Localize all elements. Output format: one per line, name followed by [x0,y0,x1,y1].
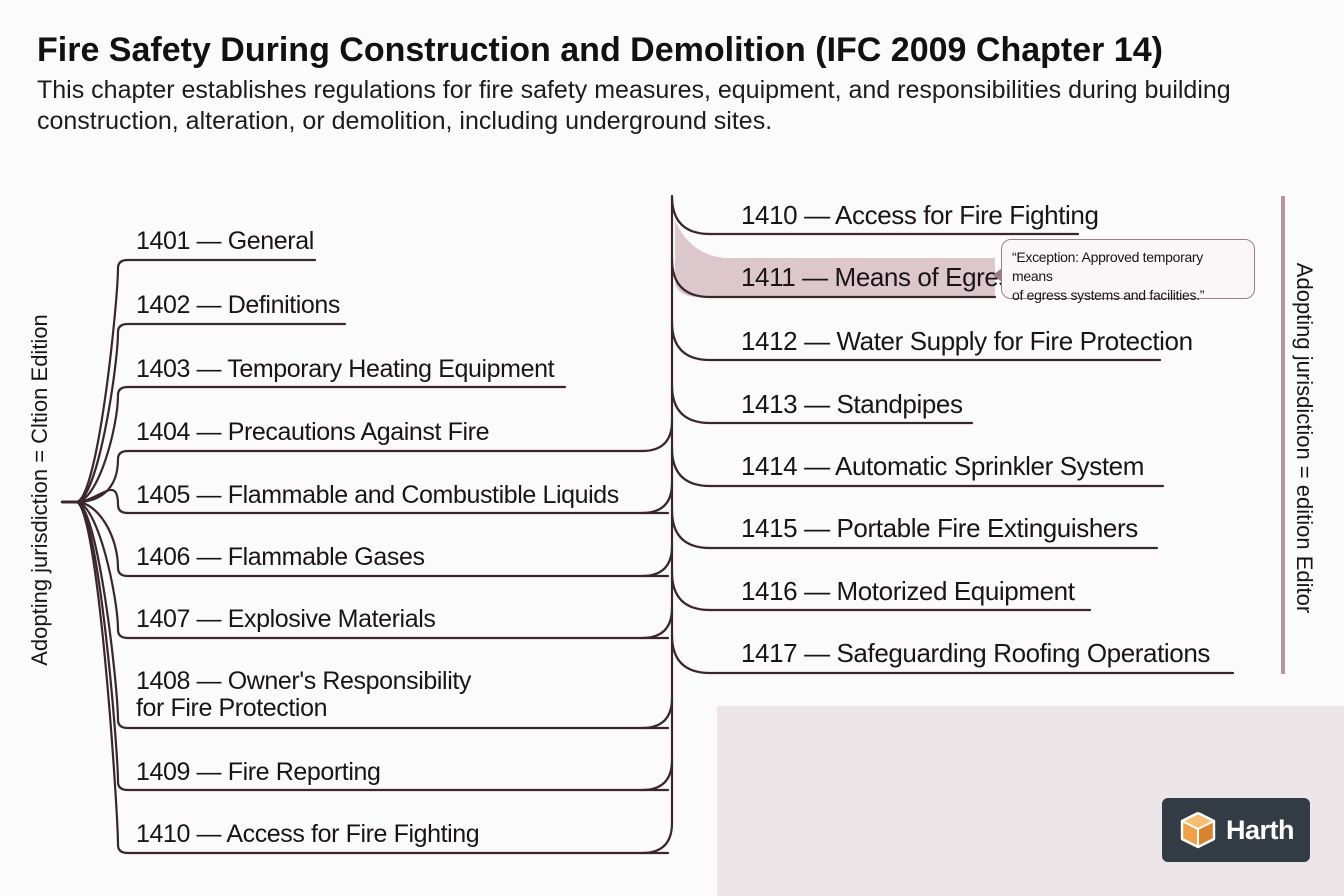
left-branch-2 [60,322,347,504]
left-branch-3 [60,385,567,504]
section-1407-label: 1407 — Explosive Materials [136,605,436,633]
left-branch-1 [60,258,317,504]
left-vertical-label: Adopting jurisdiction = Cltion Edition [27,314,52,666]
section-1409-label: 1409 — Fire Reporting [136,758,381,786]
section-1413-label: 1413 — Standpipes [741,389,963,419]
section-1408-label: 1408 — Owner's Responsibility for Fire P… [136,668,471,722]
right-branch-3 [670,320,1162,362]
right-branch-7 [670,570,1092,612]
section-1406-label: 1406 — Flammable Gases [136,543,425,571]
right-branch-1 [670,194,1080,236]
left-connectors [60,258,674,855]
right-branch-4 [670,383,974,425]
spine-join-left-4 [640,606,674,640]
left-branch-9 [60,500,670,792]
section-1414-label: 1414 — Automatic Sprinkler System [741,451,1144,481]
section-1416-label: 1416 — Motorized Equipment [741,576,1075,606]
harth-logo: Harth [1162,798,1310,862]
right-branch-2 [670,257,997,299]
spine-join-left-7 [640,821,674,855]
cube-icon [1180,811,1216,849]
section-1408-line2: for Fire Protection [136,694,328,722]
left-branch-5 [60,489,670,515]
section-1401-label: 1401 — General [136,227,314,255]
section-1415-label: 1415 — Portable Fire Extinguishers [741,513,1138,543]
highlight-band-1411 [675,220,995,297]
section-1410-left-label: 1410 — Access for Fire Fighting [136,820,480,848]
spine-join-left-1 [640,419,674,453]
section-1405-label: 1405 — Flammable and Combustible Liquids [136,481,619,509]
right-vertical-label: Adopting jurisdiction = edition Editor [1292,262,1317,614]
section-1412-label: 1412 — Water Supply for Fire Protection [741,326,1193,356]
section-1410-right-label: 1410 — Access for Fire Fighting [741,200,1099,230]
section-1404-label: 1404 — Precautions Against Fire [136,418,490,446]
spine-join-left-5 [640,696,674,730]
logo-text: Harth [1225,815,1295,845]
page-title: Fire Safety During Construction and Demo… [37,31,1163,69]
left-branch-7 [60,500,670,640]
spine-join-left-6 [640,758,674,792]
right-branch-5 [670,446,1165,488]
left-branch-4 [60,449,645,504]
section-1402-label: 1402 — Definitions [136,291,341,319]
page-subtitle: This chapter establishes regulations for… [37,76,1231,135]
right-connectors [670,194,1235,825]
right-branch-6 [670,508,1159,550]
section-1403-label: 1403 — Temporary Heating Equipment [136,355,555,383]
right-branch-8 [670,633,1235,675]
left-branch-8 [60,500,670,730]
section-1408-line1: 1408 — Owner's Responsibility [136,667,471,695]
callout-line-2: of egress systems and facilities.” [1012,287,1205,303]
left-branch-6 [60,500,670,578]
spine-join-left-3 [640,544,674,578]
callout-tail [993,268,1002,282]
left-branch-10 [60,500,670,855]
section-1411-label: 1411 — Means of Egress [741,262,1024,292]
right-accent-bar [1281,196,1285,674]
section-1417-label: 1417 — Safeguarding Roofing Operations [741,638,1211,668]
spine-join-left-2 [640,481,674,515]
exception-callout: “Exception: Approved temporary means of … [993,239,1255,303]
callout-line-1: “Exception: Approved temporary means [1012,249,1203,284]
